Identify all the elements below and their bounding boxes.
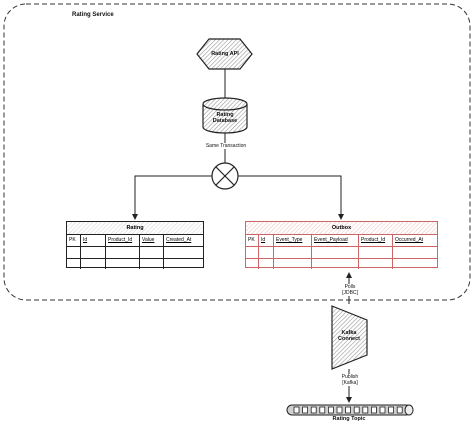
outbox-table-row bbox=[246, 259, 437, 269]
rating-api-label: Rating API bbox=[211, 51, 239, 57]
service-title: Rating Service bbox=[72, 12, 114, 18]
rating-col-created-at: Created_At bbox=[166, 237, 192, 243]
queue-icon bbox=[286, 404, 414, 416]
queue-cell bbox=[310, 406, 317, 414]
queue-cell bbox=[370, 406, 377, 414]
rating-col-pk: PK bbox=[67, 235, 81, 246]
rating-topic-label: Rating Topic bbox=[332, 416, 366, 422]
rating-database-label: Rating Database bbox=[203, 112, 247, 124]
outbox-table-title: Outbox bbox=[246, 222, 437, 235]
queue-cell bbox=[345, 406, 352, 414]
polls-label: Polls [JDBC] bbox=[334, 284, 366, 296]
queue-cell bbox=[302, 406, 309, 414]
publish-label-line1: Publish bbox=[341, 374, 359, 380]
rating-database-label-line2: Database bbox=[212, 118, 238, 124]
kafka-connect-label-line1: Kafka bbox=[341, 330, 357, 336]
queue-cell bbox=[396, 406, 403, 414]
outbox-col-id: Id bbox=[259, 235, 274, 246]
x-circle-icon bbox=[211, 162, 239, 190]
gateway-outbox-arrow bbox=[238, 175, 344, 220]
rating-table-title: Rating bbox=[67, 222, 203, 235]
trapezoid-icon bbox=[331, 305, 368, 370]
queue-cell bbox=[362, 406, 369, 414]
same-transaction-label: Same Transaction bbox=[198, 143, 254, 149]
rating-table-row bbox=[67, 259, 203, 269]
cylinder-icon bbox=[202, 97, 248, 134]
queue-cell bbox=[319, 406, 326, 414]
rating-database-label-line1: Rating bbox=[216, 112, 234, 118]
outbox-table-header-row: PK Id Event_Type Event_Payload Product_I… bbox=[246, 235, 437, 247]
outbox-col-product-id: Product_Id bbox=[359, 235, 393, 246]
publish-label: Publish [Kafka] bbox=[334, 374, 366, 386]
queue-cell bbox=[327, 406, 334, 414]
queue-cell bbox=[293, 406, 300, 414]
queue-cell bbox=[388, 406, 395, 414]
kafka-connect-label-line2: Connect bbox=[338, 336, 360, 342]
rating-table-row bbox=[67, 247, 203, 259]
gateway-rating-arrow bbox=[132, 175, 212, 220]
outbox-table: Outbox PK Id Event_Type Event_Payload Pr… bbox=[245, 221, 438, 269]
rating-table: Rating PK Id Product_Id Value Created_At bbox=[66, 221, 204, 269]
kafka-connect-label: Kafka Connect bbox=[333, 330, 365, 342]
publish-label-line2: [Kafka] bbox=[342, 380, 358, 386]
polls-label-line2: [JDBC] bbox=[342, 290, 358, 296]
queue-cell bbox=[353, 406, 360, 414]
service-boundary bbox=[3, 3, 471, 301]
rating-col-id: Id bbox=[81, 235, 106, 246]
outbox-table-row bbox=[246, 247, 437, 259]
outbox-col-occurred-at: Occurred_At bbox=[395, 237, 424, 243]
polls-label-line1: Polls bbox=[344, 284, 356, 290]
hexagon-icon bbox=[196, 38, 253, 70]
rating-table-header-row: PK Id Product_Id Value Created_At bbox=[67, 235, 203, 247]
outbox-col-event-type: Event_Type bbox=[274, 235, 312, 246]
rating-col-value: Value bbox=[140, 235, 164, 246]
queue-cell bbox=[336, 406, 343, 414]
queue-cell bbox=[379, 406, 386, 414]
rating-col-product-id: Product_Id bbox=[106, 235, 140, 246]
outbox-col-event-payload: Event_Payload bbox=[312, 235, 359, 246]
outbox-col-pk: PK bbox=[246, 235, 259, 246]
